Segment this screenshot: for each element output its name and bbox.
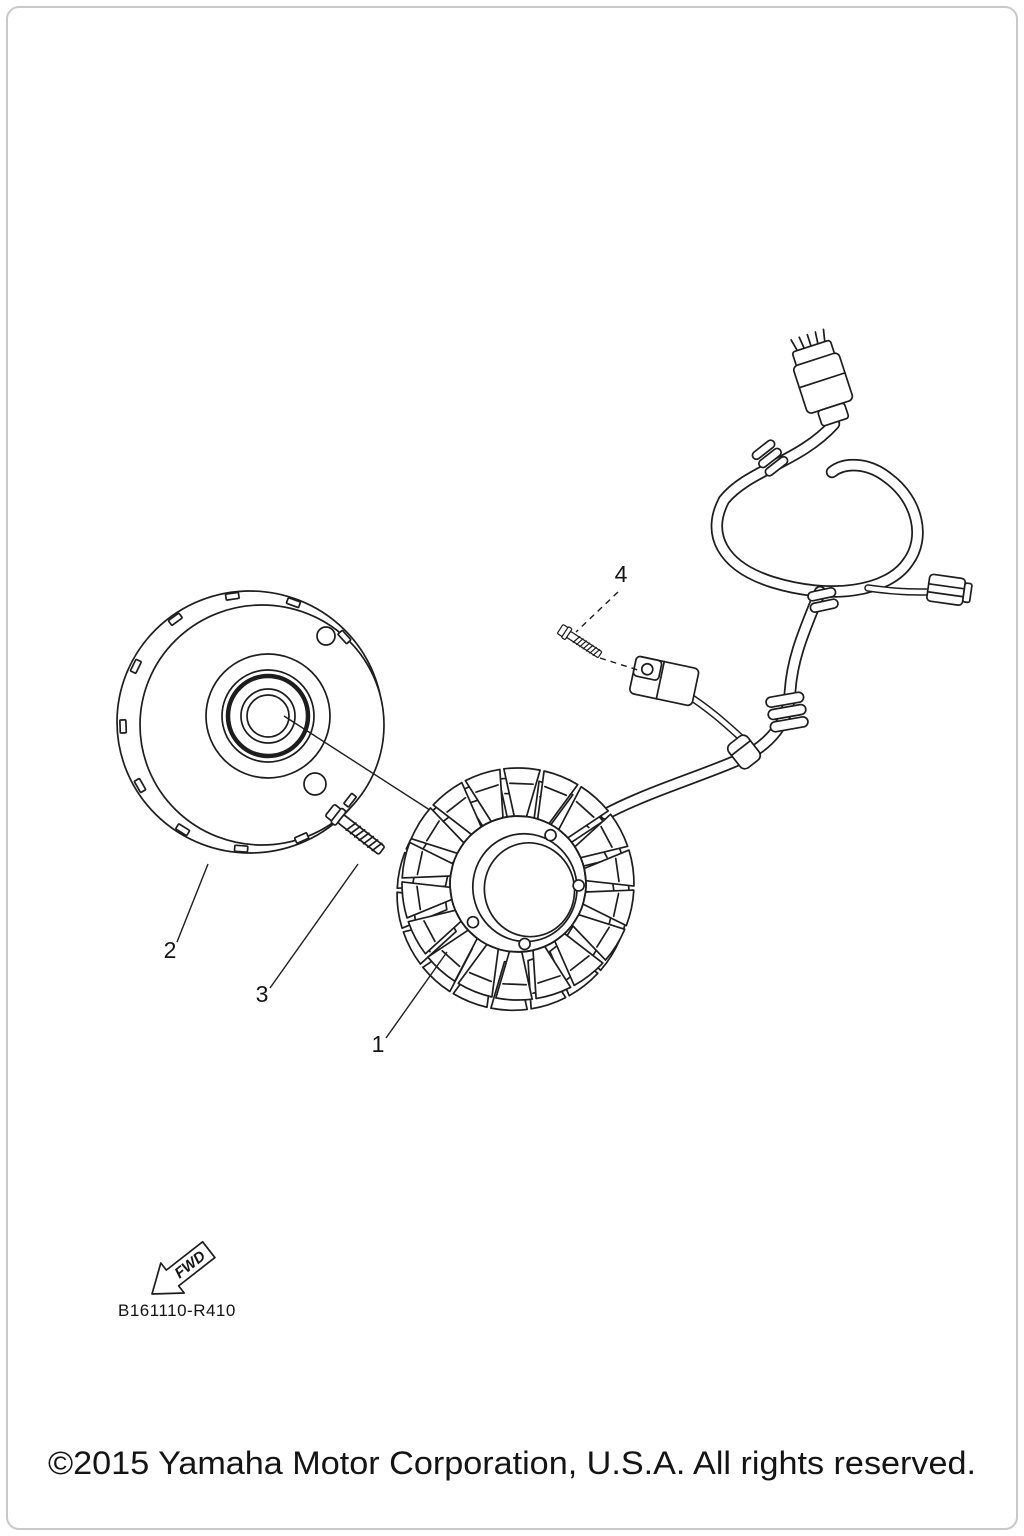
axis-leader-line xyxy=(283,715,437,815)
connector-pins xyxy=(790,328,826,354)
holder-bolt xyxy=(557,624,603,658)
rotor-hub xyxy=(205,653,331,779)
fwd-arrow-icon: FWD xyxy=(151,1240,216,1295)
wire-harness xyxy=(599,417,930,821)
page-border xyxy=(6,6,1018,1530)
leader-4b xyxy=(599,657,642,672)
sub-connector xyxy=(926,573,973,606)
part-code: B161110-R410 xyxy=(118,1301,236,1320)
callout-label-3: 3 xyxy=(256,981,269,1007)
callout-label-4: 4 xyxy=(615,561,628,587)
leader-2 xyxy=(176,863,209,943)
callout-label-2: 2 xyxy=(164,937,177,963)
rotor-flywheel xyxy=(116,590,385,854)
rotor-slots xyxy=(119,591,357,853)
rotor-face-hole xyxy=(316,626,336,646)
rotor-bolt xyxy=(325,804,385,855)
harness-grommets xyxy=(726,439,839,770)
wire-holder-bracket xyxy=(629,655,700,707)
rotor-face-hole xyxy=(303,772,327,796)
leader-4a xyxy=(575,591,619,633)
callout-label-1: 1 xyxy=(372,1031,385,1057)
leader-3 xyxy=(269,863,359,989)
harness-connector xyxy=(790,328,854,427)
stator-teeth xyxy=(401,767,635,1001)
copyright-text: ©2015 Yamaha Motor Corporation, U.S.A. A… xyxy=(48,1445,976,1481)
leader-1 xyxy=(385,951,448,1039)
stator-assembly xyxy=(396,767,635,1012)
